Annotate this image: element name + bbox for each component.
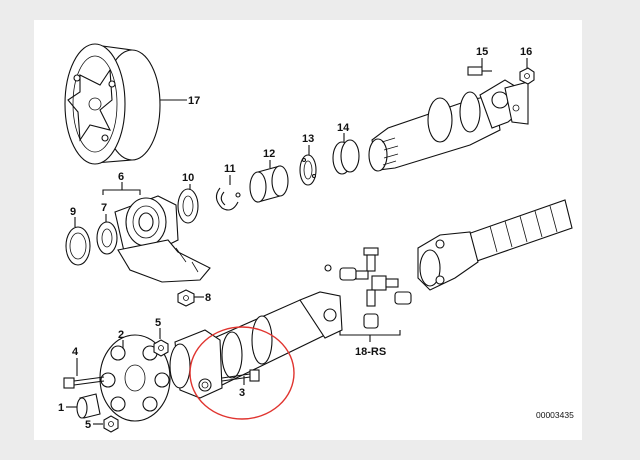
label-10: 10: [182, 172, 194, 184]
diagram-code: 00003435: [536, 410, 574, 420]
label-4: 4: [72, 346, 79, 358]
part-18-universal-joint: [324, 247, 412, 329]
part-2-flex-disc: [99, 334, 171, 422]
part-8-nut: [177, 289, 195, 307]
bracket-6: [102, 189, 141, 195]
label-5-lower: 5: [85, 419, 91, 431]
part-12-sleeve: [249, 165, 289, 203]
upper-shaft-assembly: [368, 79, 529, 172]
label-1: 1: [58, 402, 64, 414]
part-13-lock-ring: [299, 154, 317, 186]
label-14: 14: [337, 122, 350, 134]
part-9-ring: [65, 226, 91, 266]
part-4-bolt: [63, 376, 105, 389]
label-9: 9: [70, 206, 76, 218]
part-11-circlip: [215, 187, 241, 211]
label-16: 16: [520, 46, 532, 58]
lower-shaft: [169, 291, 343, 399]
label-13: 13: [302, 133, 314, 145]
part-1-bushing: [76, 393, 101, 419]
label-8: 8: [205, 292, 211, 304]
highlight-circle: [189, 326, 295, 420]
label-15: 15: [476, 46, 488, 58]
part-14-ring: [332, 139, 360, 175]
part-5-nut-lower: [103, 415, 119, 433]
part-5-nut-upper: [153, 339, 169, 357]
label-7: 7: [101, 202, 107, 214]
part-7-seal: [96, 221, 118, 255]
label-6: 6: [118, 171, 124, 183]
label-17: 17: [188, 95, 200, 107]
label-5-upper: 5: [155, 317, 161, 329]
bracket-18: [339, 330, 401, 336]
label-3: 3: [239, 387, 245, 399]
label-12: 12: [263, 148, 275, 160]
part-6-center-bearing: [114, 195, 211, 283]
label-18-rs: 18-RS: [355, 346, 386, 358]
label-2: 2: [118, 329, 124, 341]
part-15-bolt: [467, 66, 492, 76]
part-16-nut: [519, 67, 535, 85]
splined-shaft: [417, 199, 573, 291]
part-17-drum: [64, 43, 161, 165]
part-3-bolt: [221, 369, 260, 382]
label-11: 11: [224, 163, 236, 175]
part-10-washer: [177, 188, 199, 224]
